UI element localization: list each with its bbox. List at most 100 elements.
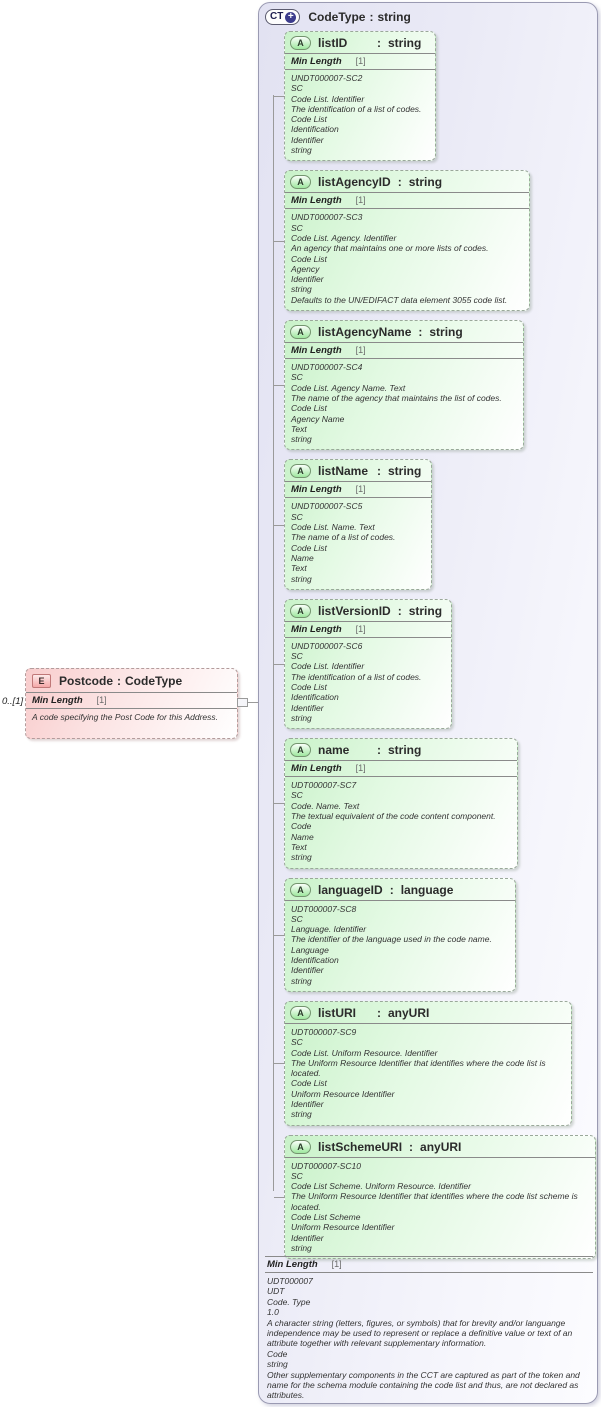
- attribute-facet-row: Min Length [1]: [285, 761, 517, 778]
- facet-label: Min Length: [291, 195, 342, 207]
- attribute-name: listID: [318, 36, 348, 50]
- attribute-icon: A: [290, 175, 311, 190]
- element-name: Postcode: [59, 674, 114, 688]
- facet-label: Min Length: [291, 623, 342, 635]
- attribute-annotation: UNDT000007-SC5 SC Code List. Name. Text …: [291, 501, 396, 584]
- facet-cardinality: [1]: [355, 763, 366, 774]
- complextype-icon-label: CT: [270, 11, 284, 22]
- complextype-title: CodeType : string: [308, 10, 410, 24]
- attribute-colon: :: [377, 36, 381, 50]
- attribute-type: string: [388, 743, 422, 758]
- attribute-languageid[interactable]: A languageID : language UDT000007-SC8 SC…: [274, 877, 516, 992]
- attribute-type: anyURI: [420, 1139, 462, 1154]
- attribute-annotation: UNDT000007-SC3 SC Code List. Agency. Ide…: [291, 212, 508, 305]
- attribute-colon: :: [377, 743, 381, 758]
- attribute-annotation: UDT000007-SC7 SC Code. Name. Text The te…: [291, 780, 496, 863]
- attribute-name: listAgencyName: [318, 325, 412, 340]
- attribute-icon: A: [290, 325, 311, 340]
- attribute-name: languageID: [318, 882, 383, 897]
- attribute-colon: :: [397, 175, 402, 190]
- attribute-listuri[interactable]: A listURI : anyURI UDT000007-SC9 SC Code…: [274, 1000, 572, 1126]
- complextype-name: CodeType: [308, 10, 366, 24]
- attribute-name: listName: [318, 464, 369, 479]
- attribute-icon: A: [290, 1005, 311, 1020]
- attribute-facet-row: Min Length [1]: [285, 54, 435, 70]
- attribute-colon: :: [418, 325, 423, 340]
- attribute-icon: A: [290, 36, 311, 50]
- facet-cardinality: [1]: [331, 1259, 342, 1269]
- element-postcode[interactable]: E Postcode : CodeType Min Length [1] A c…: [25, 668, 238, 739]
- attribute-type: language: [400, 882, 454, 897]
- complextype-header: CT + CodeType : string: [259, 3, 597, 25]
- attribute-colon: :: [389, 882, 394, 897]
- attribute-name: listURI: [318, 1005, 357, 1020]
- attribute-facet-row: Min Length [1]: [285, 622, 451, 638]
- attribute-facet-row: Min Length [1]: [285, 343, 523, 360]
- attribute-type: string: [408, 175, 443, 190]
- attribute-list: A listID : string Min Length [1] UNDT000…: [274, 31, 596, 1260]
- attribute-listschemeuri[interactable]: A listSchemeURI : anyURI UDT000007-SC10 …: [274, 1134, 596, 1260]
- attribute-icon: A: [290, 464, 311, 479]
- attribute-type: string: [429, 325, 463, 340]
- element-icon: E: [32, 674, 51, 688]
- facet-label: Min Length: [291, 345, 342, 357]
- complextype-colon: :: [369, 10, 374, 24]
- attribute-annotation: UNDT000007-SC6 SC Code List. Identifier …: [291, 640, 422, 723]
- attribute-icon: A: [290, 743, 311, 758]
- element-title: Postcode : CodeType: [59, 674, 182, 688]
- attribute-name: listVersionID: [318, 603, 391, 618]
- attribute-facet-row: Min Length [1]: [285, 482, 431, 499]
- attribute-colon: :: [377, 464, 381, 479]
- attribute-annotation: UDT000007-SC9 SC Code List. Uniform Reso…: [291, 1026, 546, 1120]
- facet-cardinality: [1]: [96, 695, 107, 705]
- attribute-type: string: [408, 603, 443, 618]
- facet-cardinality: [1]: [355, 484, 366, 495]
- attribute-listagencyname[interactable]: A listAgencyName : string Min Length [1]…: [274, 320, 524, 451]
- element-colon: :: [117, 674, 122, 688]
- attribute-facet-row: Min Length [1]: [285, 193, 529, 210]
- complextype-codetype[interactable]: CT + CodeType : string A listID : string: [258, 2, 598, 1404]
- attribute-colon: :: [397, 603, 402, 618]
- attribute-name: listAgencyID: [318, 175, 391, 190]
- attribute-icon: A: [290, 603, 311, 618]
- attribute-icon: A: [290, 1139, 311, 1154]
- expand-plus-icon[interactable]: +: [285, 11, 297, 23]
- facet-label: Min Length: [291, 763, 342, 775]
- facet-cardinality: [1]: [355, 56, 366, 66]
- occurrence-label: 0..[1]: [2, 696, 24, 707]
- facet-cardinality: [1]: [355, 195, 366, 206]
- facet-label: Min Length: [291, 56, 342, 67]
- facet-label: Min Length: [32, 695, 83, 706]
- attribute-name: name: [318, 743, 350, 758]
- attribute-annotation: UDT000007-SC8 SC Language. Identifier Th…: [291, 903, 492, 986]
- attribute-colon: :: [377, 1005, 381, 1020]
- attribute-name: listSchemeURI: [318, 1139, 403, 1154]
- complextype-facet-row: Min Length [1]: [265, 1256, 593, 1273]
- facet-label: Min Length: [267, 1259, 318, 1270]
- element-description: A code specifying the Post Code for this…: [32, 712, 218, 722]
- element-postcode-header: E Postcode : CodeType: [26, 669, 237, 693]
- complextype-icon: CT +: [265, 9, 301, 25]
- complextype-annotation: UDT000007 UDT Code. Type 1.0 A character…: [267, 1276, 580, 1401]
- connector-trunk: [273, 95, 274, 1191]
- complextype-base: string: [377, 10, 411, 24]
- complextype-details: Min Length [1] UDT000007 UDT Code. Type …: [265, 1256, 593, 1404]
- attribute-type: string: [388, 36, 422, 50]
- element-facet-row: Min Length [1]: [26, 693, 237, 709]
- attribute-type: string: [388, 464, 422, 479]
- attribute-annotation: UNDT000007-SC2 SC Code List. Identifier …: [291, 73, 422, 156]
- facet-cardinality: [1]: [355, 623, 366, 634]
- attribute-annotation: UNDT000007-SC4 SC Code List. Agency Name…: [291, 362, 502, 445]
- facet-cardinality: [1]: [355, 345, 366, 356]
- collapse-handle[interactable]: [237, 698, 248, 707]
- attribute-annotation: UDT000007-SC10 SC Code List Scheme. Unif…: [291, 1160, 578, 1253]
- facet-label: Min Length: [291, 484, 342, 496]
- attribute-listname[interactable]: A listName : string Min Length [1] UNDT0…: [274, 459, 432, 590]
- attribute-listversionid[interactable]: A listVersionID : string Min Length [1] …: [274, 598, 452, 730]
- connector-line: [238, 702, 273, 703]
- element-type: CodeType: [125, 674, 183, 688]
- attribute-listagencyid[interactable]: A listAgencyID : string Min Length [1] U…: [274, 170, 530, 312]
- attribute-listid[interactable]: A listID : string Min Length [1] UNDT000…: [274, 31, 436, 162]
- attribute-name-attr[interactable]: A name : string Min Length [1] UDT000007…: [274, 738, 518, 869]
